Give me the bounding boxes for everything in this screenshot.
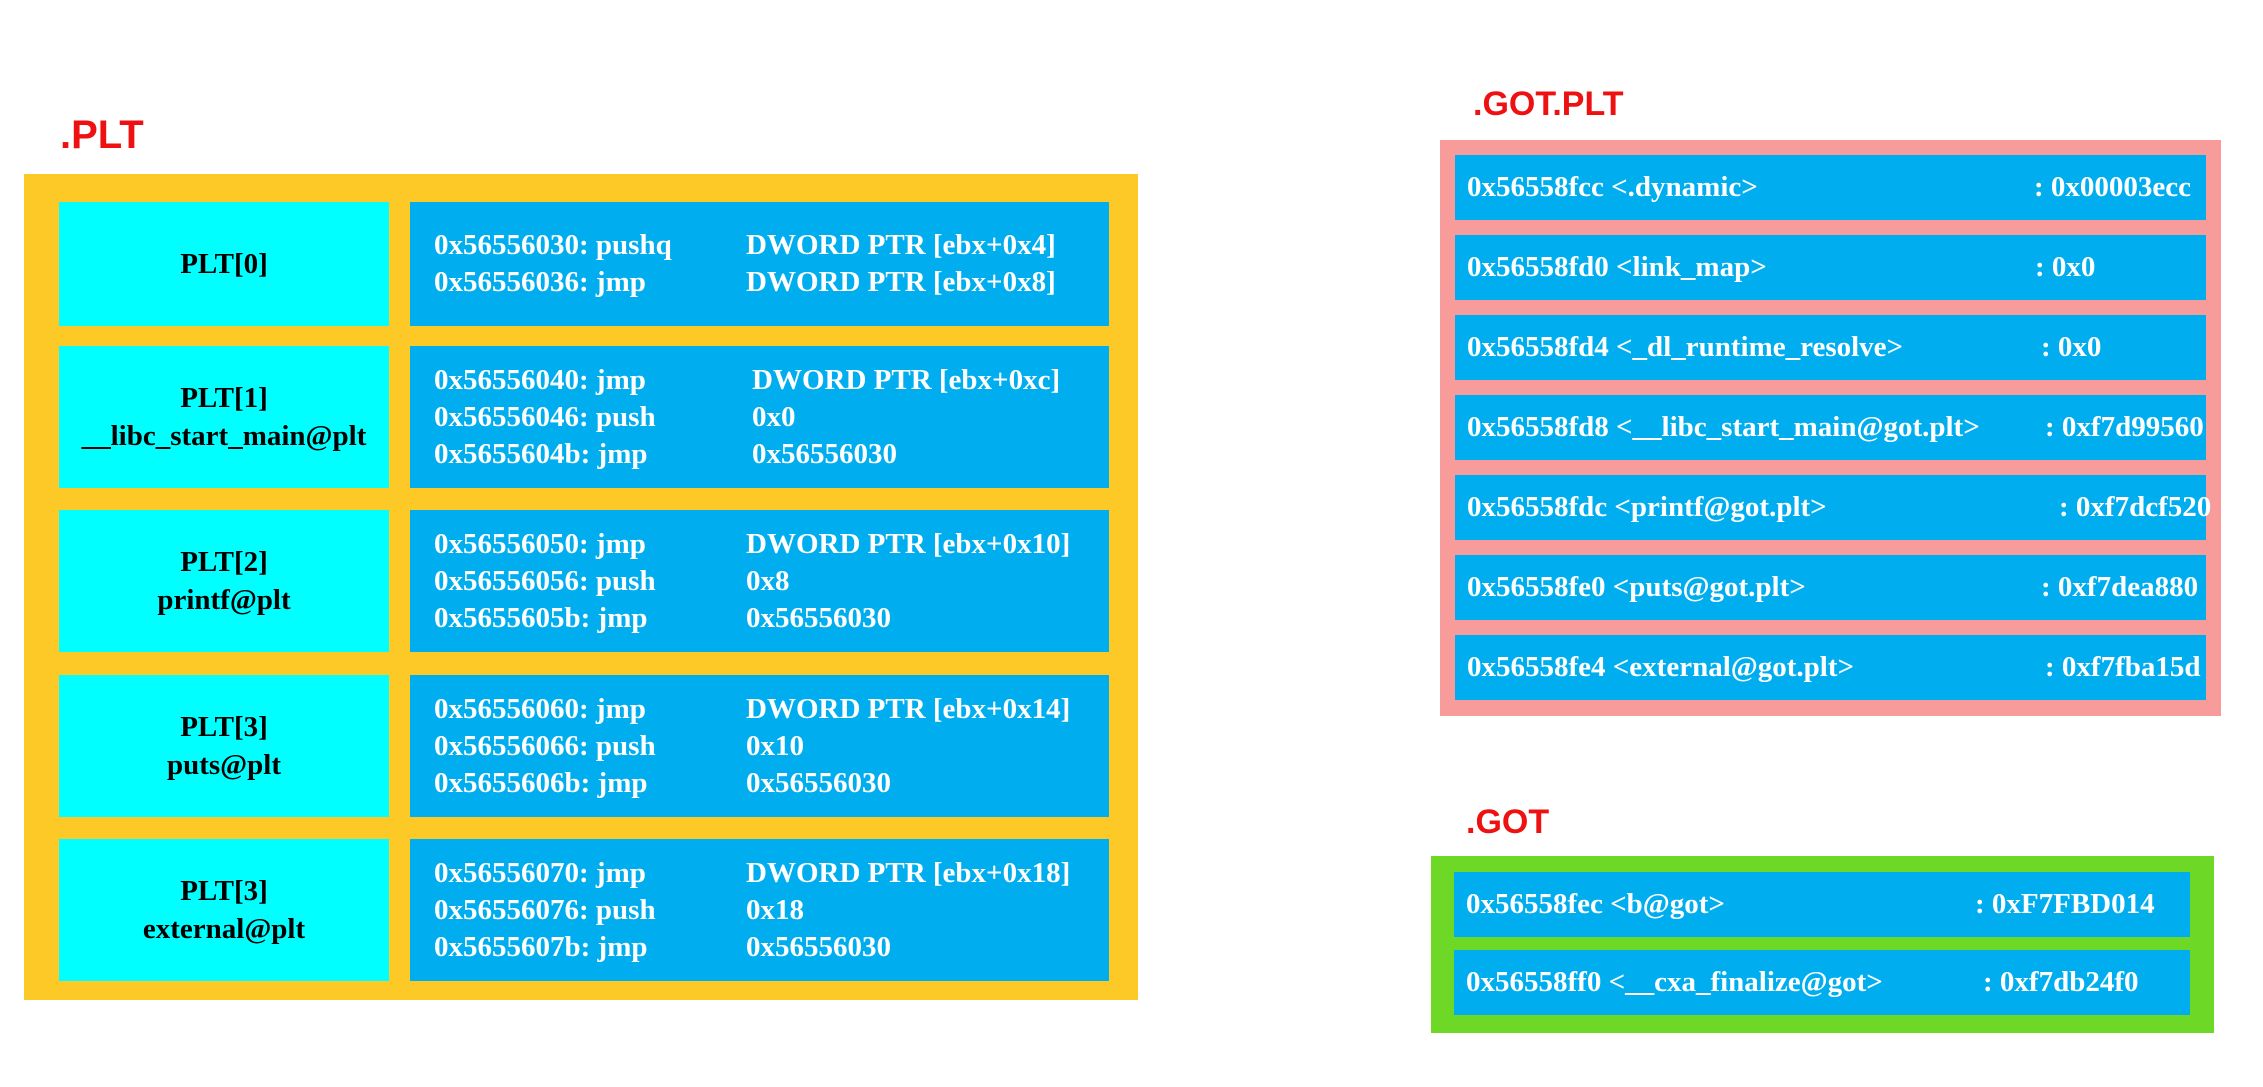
instruction-operand: 0x56556030 [746, 766, 891, 799]
entry-value: : 0x0 [2041, 331, 2102, 363]
instruction-address: 0x56556036: jmp [434, 266, 646, 298]
plt-index: PLT[0] [180, 248, 268, 280]
got-plt-entry: 0x56558fdc <printf@got.plt> : 0xf7dcf520 [1455, 475, 2211, 540]
instruction-line: 0x56556050: jmp DWORD PTR [ebx+0x10] [410, 526, 1109, 563]
got-plt-entry: 0x56558fd0 <link_map> : 0x0 [1455, 235, 2206, 300]
entry-value: : 0xf7fba15d [2045, 651, 2201, 683]
entry-value: : 0xf7dea880 [2041, 571, 2199, 603]
entry-symbol: 0x56558fec <b@got> [1466, 888, 1725, 920]
entry-symbol: 0x56558fe4 <external@got.plt> [1467, 651, 1855, 683]
got-plt-entry: 0x56558fcc <.dynamic> : 0x00003ecc [1455, 155, 2206, 220]
got-section-title: .GOT [1466, 803, 1550, 841]
instruction-operand: 0x56556030 [752, 437, 897, 470]
plt-entry-label: PLT[0] [59, 202, 389, 326]
instruction-operand: DWORD PTR [ebx+0x10] [746, 527, 1071, 560]
plt-entry-label: PLT[3] puts@plt [59, 675, 389, 817]
plt-entry-label: PLT[1] __libc_start_main@plt [59, 346, 389, 488]
got-entry: 0x56558ff0 <__cxa_finalize@got> : 0xf7db2… [1454, 950, 2190, 1015]
instruction-line: 0x56556040: jmp DWORD PTR [ebx+0xc] [410, 362, 1109, 399]
entry-value: : 0xF7FBD014 [1975, 888, 2155, 920]
plt-entry-label: PLT[2] printf@plt [59, 510, 389, 652]
instruction-address: 0x5655606b: jmp [434, 766, 648, 799]
entry-value: : 0x00003ecc [2034, 171, 2192, 203]
instruction-operand: DWORD PTR [ebx+0x4] [746, 229, 1056, 261]
plt-index: PLT[2] [180, 546, 268, 578]
plt-index: PLT[3] [180, 711, 268, 743]
got-entry: 0x56558fec <b@got> : 0xF7FBD014 [1454, 872, 2190, 937]
instruction-address: 0x56556046: push [434, 400, 656, 433]
instruction-address: 0x56556050: jmp [434, 527, 646, 560]
entry-value: : 0xf7db24f0 [1983, 966, 2139, 998]
got-plt-entry: 0x56558fd4 <_dl_runtime_resolve> : 0x0 [1455, 315, 2206, 380]
instruction-line: 0x56556056: push 0x8 [410, 563, 1109, 600]
entry-symbol: 0x56558ff0 <__cxa_finalize@got> [1466, 966, 1883, 998]
instruction-operand: 0x56556030 [746, 601, 891, 634]
entry-symbol: 0x56558fd8 <__libc_start_main@got.plt> [1467, 411, 1980, 443]
instruction-operand: 0x10 [746, 729, 804, 762]
plt-index: PLT[3] [180, 875, 268, 907]
instruction-line: 0x56556066: push 0x10 [410, 728, 1109, 765]
instruction-operand: DWORD PTR [ebx+0x18] [746, 856, 1071, 889]
instruction-address: 0x56556030: pushq [434, 229, 672, 261]
instruction-address: 0x5655607b: jmp [434, 930, 648, 963]
got-plt-section-title: .GOT.PLT [1473, 85, 1624, 123]
plt-entry: PLT[1] __libc_start_main@plt 0x56556040: j… [24, 346, 1138, 488]
plt-symbol: external@plt [142, 913, 306, 945]
entry-symbol: 0x56558fd4 <_dl_runtime_resolve> [1467, 331, 1904, 363]
instruction-line: 0x5655607b: jmp 0x56556030 [410, 929, 1109, 966]
plt-index: PLT[1] [180, 382, 268, 414]
entry-symbol: 0x56558fe0 <puts@got.plt> [1467, 571, 1806, 603]
instruction-operand: 0x0 [752, 400, 796, 433]
instruction-line: 0x56556076: push 0x18 [410, 892, 1109, 929]
instruction-line: 0x56556060: jmp DWORD PTR [ebx+0x14] [410, 691, 1109, 728]
instruction-address: 0x56556056: push [434, 564, 656, 597]
got-plt-entry: 0x56558fe4 <external@got.plt> : 0xf7fba15… [1455, 635, 2206, 700]
instruction-line: 0x56556070: jmp DWORD PTR [ebx+0x18] [410, 855, 1109, 892]
got-plt-entry: 0x56558fd8 <__libc_start_main@got.plt> : … [1455, 395, 2206, 460]
entry-value: : 0xf7dcf520 [2059, 491, 2212, 523]
plt-entry: PLT[3] external@plt 0x56556070: jmp DWORD P… [24, 839, 1138, 981]
instruction-line: 0x56556046: push 0x0 [410, 399, 1109, 436]
instruction-address: 0x56556076: push [434, 893, 656, 926]
instruction-operand: DWORD PTR [ebx+0x14] [746, 692, 1071, 725]
plt-symbol: puts@plt [166, 749, 282, 781]
instruction-line: 0x5655605b: jmp 0x56556030 [410, 600, 1109, 637]
instruction-address: 0x56556060: jmp [434, 692, 646, 725]
got-panel: 0x56558fec <b@got> : 0xF7FBD014 0x56558ff0… [1431, 856, 2214, 1033]
instruction-line: 0x56556030: pushq DWORD PTR [ebx+0x4] [410, 227, 1109, 264]
instruction-operand: DWORD PTR [ebx+0x8] [746, 266, 1056, 298]
instruction-operand: 0x8 [746, 564, 790, 597]
instruction-address: 0x5655604b: jmp [434, 437, 648, 470]
entry-value: : 0xf7d99560 [2045, 411, 2204, 443]
entry-symbol: 0x56558fd0 <link_map> [1467, 251, 1767, 283]
plt-symbol: printf@plt [157, 584, 291, 616]
instruction-line: 0x5655604b: jmp 0x56556030 [410, 436, 1109, 473]
plt-symbol: __libc_start_main@plt [81, 420, 367, 452]
instruction-operand: DWORD PTR [ebx+0xc] [752, 363, 1061, 396]
instruction-address: 0x56556070: jmp [434, 856, 646, 889]
entry-symbol: 0x56558fdc <printf@got.plt> [1467, 491, 1827, 523]
instruction-address: 0x56556040: jmp [434, 363, 646, 396]
entry-symbol: 0x56558fcc <.dynamic> [1467, 171, 1758, 203]
instruction-address: 0x5655605b: jmp [434, 601, 648, 634]
got-plt-entry: 0x56558fe0 <puts@got.plt> : 0xf7dea880 [1455, 555, 2206, 620]
plt-entry-label: PLT[3] external@plt [59, 839, 389, 981]
entry-value: : 0x0 [2035, 251, 2096, 283]
instruction-line: 0x56556036: jmp DWORD PTR [ebx+0x8] [410, 264, 1109, 301]
instruction-line: 0x5655606b: jmp 0x56556030 [410, 765, 1109, 802]
instruction-operand: 0x56556030 [746, 930, 891, 963]
plt-section-title: .PLT [60, 113, 144, 157]
plt-entry: PLT[2] printf@plt 0x56556050: jmp DWORD PTR… [24, 510, 1138, 652]
plt-entry: PLT[3] puts@plt 0x56556060: jmp DWORD PTR [… [24, 675, 1138, 817]
instruction-address: 0x56556066: push [434, 729, 656, 762]
instruction-operand: 0x18 [746, 893, 804, 926]
